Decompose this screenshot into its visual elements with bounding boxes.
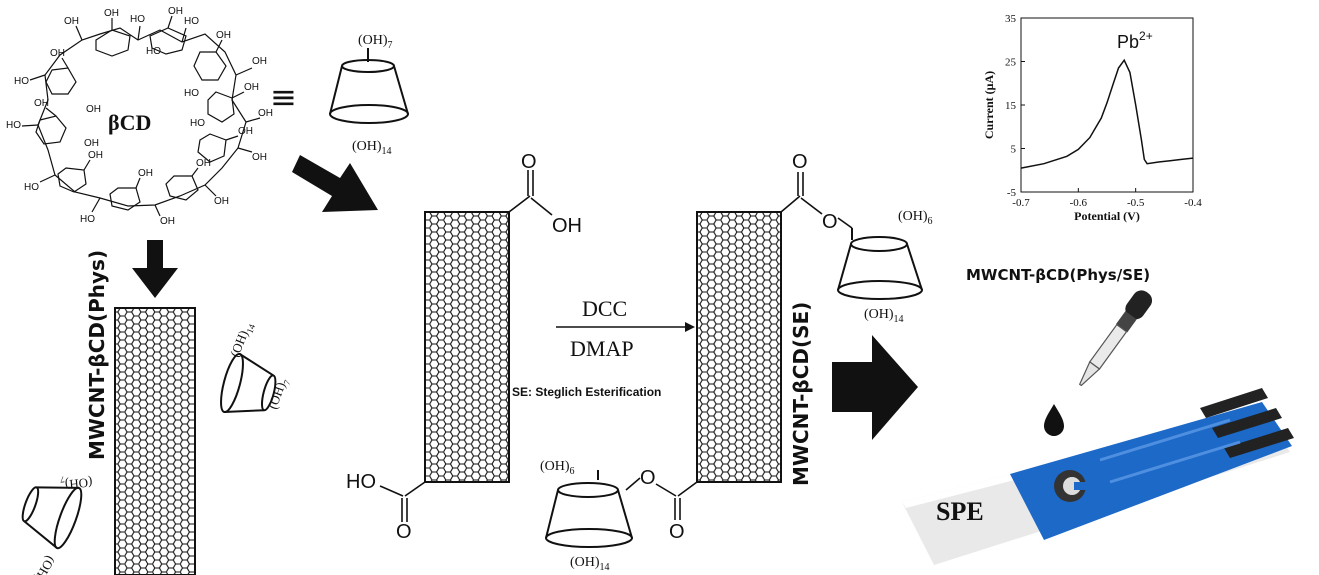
cyclodextrin-cup-se-bottom (545, 470, 633, 548)
se-label: MWCNT-βCD(SE) (789, 302, 813, 486)
droplet-icon (1044, 404, 1064, 436)
svg-text:OH: OH (50, 48, 65, 59)
y-tick-label: -5 (1007, 187, 1017, 199)
svg-text:OH: OH (252, 152, 267, 163)
se-note: SE: Steglich Esterification (512, 385, 661, 399)
svg-text:OH: OH (238, 126, 253, 137)
svg-text:OH: OH (214, 196, 229, 207)
arrow-diagonal (292, 155, 378, 212)
ester-o-se-top: O (822, 211, 838, 233)
svg-text:OH: OH (252, 56, 267, 67)
svg-text:OH: OH (216, 30, 231, 41)
x-axis-label: Potential (V) (1074, 209, 1140, 223)
oh14-label-se-bottom: (OH)14 (570, 555, 610, 573)
nanotube-carboxyl (424, 211, 510, 483)
current-series-line (1020, 58, 1194, 169)
svg-text:HO: HO (130, 14, 145, 25)
oh6-label-se-top: (OH)6 (898, 209, 933, 227)
cyclodextrin-cup-phys-left (21, 486, 83, 550)
oh7-label-phys-left: (OH)7 (59, 472, 93, 493)
phys-se-label: MWCNT-βCD(Phys/SE) (966, 266, 1150, 284)
carboxyl-group-bottom (379, 481, 426, 522)
beta-cyclodextrin-structure (21, 15, 261, 217)
svg-text:OH: OH (86, 104, 101, 115)
svg-text:OH: OH (138, 168, 153, 179)
nanotube-phys (114, 307, 196, 575)
carbonyl-o-top: O (521, 151, 537, 173)
svg-text:OH: OH (258, 108, 273, 119)
svg-text:OH: OH (88, 150, 103, 161)
carbonyl-o-se-bottom: O (669, 521, 685, 543)
y-tick-label: 15 (1005, 100, 1017, 112)
carbonyl-o-se-top: O (792, 151, 808, 173)
y-axis-label: Current (μA) (982, 71, 996, 139)
reaction-arrow-head (685, 322, 695, 332)
x-tick-label: -0.6 (1070, 197, 1088, 209)
oh14-label-se-top: (OH)14 (864, 307, 904, 325)
chart-frame (1020, 17, 1194, 193)
cyclodextrin-cup-top (329, 48, 409, 124)
arrow-right (832, 335, 918, 440)
x-tick-label: -0.4 (1184, 197, 1202, 209)
svg-text:OH: OH (244, 82, 259, 93)
svg-text:HO: HO (24, 182, 39, 193)
screen-printed-electrode (902, 388, 1294, 565)
dmap-label: DMAP (570, 336, 634, 361)
peak-annotation: Pb2+ (1117, 29, 1153, 52)
hydroxyl-ho-bottom: HO (346, 471, 376, 493)
svg-text:OH: OH (84, 138, 99, 149)
svg-text:HO: HO (80, 214, 95, 225)
svg-text:HO: HO (146, 46, 161, 57)
ester-group-top (780, 172, 853, 229)
phys-label: MWCNT-βCD(Phys) (85, 250, 109, 460)
equivalence-sign: ≡ (270, 78, 297, 116)
svg-text:HO: HO (184, 88, 199, 99)
cyclodextrin-cup-phys-right (220, 352, 277, 414)
cyclodextrin-cup-se-top (837, 228, 923, 300)
svg-text:OH: OH (196, 158, 211, 169)
nanotube-se (696, 211, 782, 483)
oh14-label-phys-left: (OH)14 (24, 552, 58, 575)
dropper-icon (1078, 290, 1153, 387)
oh7-label-top: (OH)7 (358, 33, 393, 51)
svg-text:OH: OH (160, 216, 175, 227)
carboxyl-group-top (508, 170, 553, 216)
oh14-label-top: (OH)14 (352, 139, 392, 157)
svg-text:OH: OH (104, 8, 119, 19)
oh6-label-se-bottom: (OH)6 (540, 459, 575, 477)
svg-text:OH: OH (64, 16, 79, 27)
y-tick-label: 5 (1011, 144, 1017, 156)
svg-text:OH: OH (34, 98, 49, 109)
carbonyl-o-bottom: O (396, 521, 412, 543)
ester-o-se-bottom: O (640, 467, 656, 489)
y-tick-label: 25 (1005, 57, 1017, 69)
arrow-down (132, 240, 178, 298)
x-tick-label: -0.5 (1127, 197, 1145, 209)
svg-text:HO: HO (6, 120, 21, 131)
oh14-label-phys-right: (OH)14 (227, 319, 258, 360)
svg-text:OH: OH (168, 6, 183, 17)
svg-text:HO: HO (184, 16, 199, 27)
x-tick-label: -0.7 (1012, 197, 1030, 209)
dcc-label: DCC (582, 296, 627, 321)
beta-cd-label: βCD (108, 110, 151, 135)
svg-text:HO: HO (190, 118, 205, 129)
svg-text:HO: HO (14, 76, 29, 87)
ester-group-bottom (625, 477, 698, 520)
spe-label: SPE (936, 497, 984, 526)
hydroxyl-oh-top: OH (552, 215, 582, 237)
y-tick-label: 35 (1005, 13, 1017, 25)
